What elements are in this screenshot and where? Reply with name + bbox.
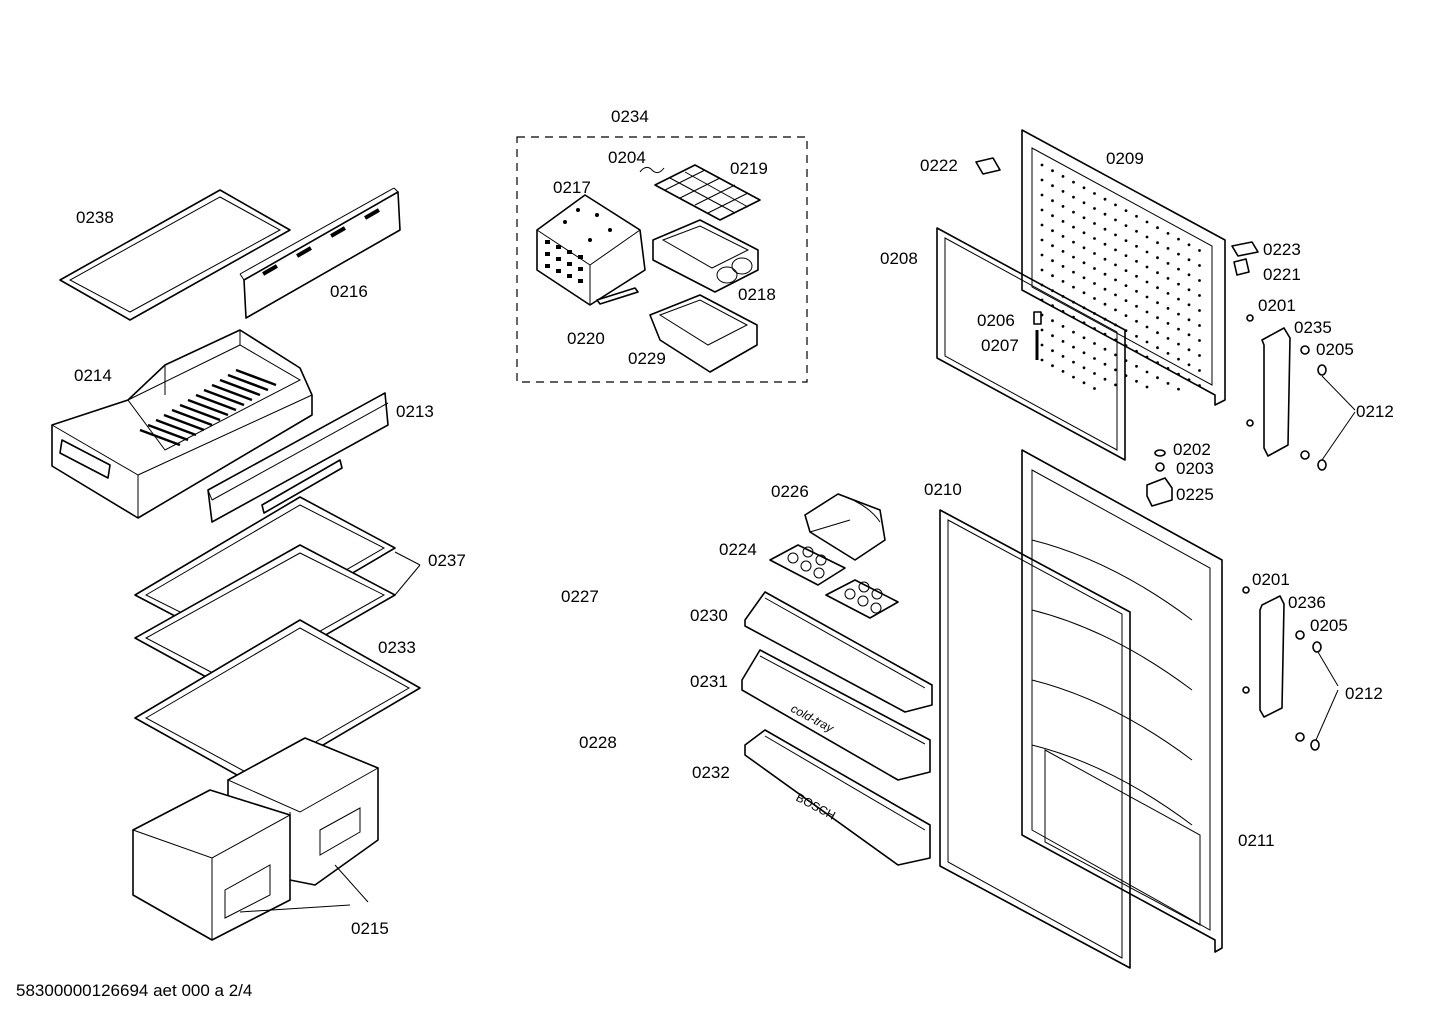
label-0231: 0231 xyxy=(690,672,728,691)
part-0236-handle xyxy=(1242,586,1339,751)
label-0205-upper: 0205 xyxy=(1316,340,1354,359)
label-0204: 0204 xyxy=(608,148,646,167)
part-0206-0207-pin-screw xyxy=(1033,311,1042,360)
label-0212-lower: 0212 xyxy=(1345,684,1383,703)
label-0215: 0215 xyxy=(351,919,389,938)
label-0202: 0202 xyxy=(1173,440,1211,459)
label-0222: 0222 xyxy=(920,156,958,175)
part-0238-shelf xyxy=(59,189,291,321)
part-0208-gasket xyxy=(936,227,1126,461)
part-0202-0203-0225-hinge xyxy=(1146,449,1173,507)
label-0237: 0237 xyxy=(428,551,466,570)
label-0232: 0232 xyxy=(692,763,730,782)
label-0233: 0233 xyxy=(378,638,416,657)
label-0213: 0213 xyxy=(396,402,434,421)
label-0227: 0227 xyxy=(561,587,599,606)
label-0238: 0238 xyxy=(76,208,114,227)
label-0201-upper: 0201 xyxy=(1258,296,1296,315)
drawing-reference: 58300000126694 aet 000 a 2/4 xyxy=(16,981,253,1000)
part-0231-door-bin xyxy=(741,649,931,781)
part-0232-door-bin xyxy=(744,729,931,866)
part-0216-vent-panel xyxy=(239,187,401,319)
label-0226: 0226 xyxy=(771,482,809,501)
label-0209: 0209 xyxy=(1106,149,1144,168)
part-0219-ice-tray xyxy=(639,164,761,221)
part-0214-tray xyxy=(51,329,313,519)
label-0224: 0224 xyxy=(719,540,757,559)
label-0230: 0230 xyxy=(690,606,728,625)
label-0220: 0220 xyxy=(567,329,605,348)
label-0235: 0235 xyxy=(1294,318,1332,337)
part-0233-glass-shelf xyxy=(134,619,421,786)
label-0236: 0236 xyxy=(1288,593,1326,612)
part-0234-kit-outline xyxy=(516,136,808,383)
label-0214: 0214 xyxy=(74,366,112,385)
part-0215-boxes xyxy=(131,737,380,941)
label-0205-lower: 0205 xyxy=(1310,616,1348,635)
label-0225: 0225 xyxy=(1176,485,1214,504)
label-0212-upper: 0212 xyxy=(1356,402,1394,421)
label-0217: 0217 xyxy=(553,178,591,197)
part-0209-freezer-door xyxy=(1021,129,1226,406)
part-0210-gasket xyxy=(939,509,1131,969)
label-0228: 0228 xyxy=(579,733,617,752)
label-0219: 0219 xyxy=(730,159,768,178)
label-0218: 0218 xyxy=(738,285,776,304)
label-0211: 0211 xyxy=(1238,831,1275,850)
part-0217-housing xyxy=(536,194,646,306)
label-0207: 0207 xyxy=(981,336,1019,355)
label-0229: 0229 xyxy=(628,349,666,368)
part-0235-handle xyxy=(1246,314,1356,471)
label-0208: 0208 xyxy=(880,249,918,268)
part-0224-egg-trays xyxy=(769,544,899,619)
label-0203: 0203 xyxy=(1176,459,1214,478)
label-0216: 0216 xyxy=(330,282,368,301)
label-0201-lower: 0201 xyxy=(1252,570,1290,589)
part-0218-ice-container xyxy=(652,219,759,293)
label-0206: 0206 xyxy=(977,311,1015,330)
part-0237-glass-shelves xyxy=(134,496,421,691)
part-0222-clip xyxy=(975,157,1001,175)
label-0234: 0234 xyxy=(611,107,649,126)
part-0213-bar xyxy=(207,392,389,523)
label-0221: 0221 xyxy=(1263,265,1301,284)
part-0229-tray xyxy=(649,294,758,373)
label-0210: 0210 xyxy=(924,480,962,499)
part-0223-clip xyxy=(1231,241,1259,276)
label-0223: 0223 xyxy=(1263,240,1301,259)
part-0230-door-bin xyxy=(744,591,933,713)
part-0226-butter-box xyxy=(804,493,886,561)
